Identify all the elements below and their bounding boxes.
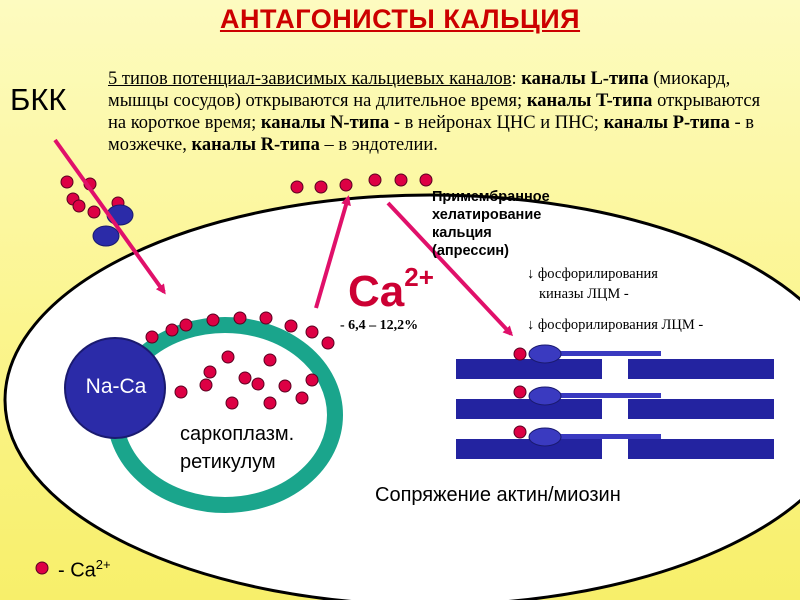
actomyosin-filaments bbox=[456, 344, 774, 459]
na-ca-exchanger bbox=[64, 337, 166, 439]
p-type-label: каналы P-типа bbox=[603, 113, 730, 133]
na-ca-exchanger-label: Na-Ca bbox=[85, 375, 147, 398]
n-type-label: каналы N-типа bbox=[260, 113, 390, 133]
reduction-percent: - 6,4 – 12,2% bbox=[340, 318, 419, 333]
chelation-label: Примембранное хелатирование кальция (апр… bbox=[432, 189, 550, 259]
calcium-near-sr bbox=[145, 311, 335, 350]
phosphorylation-mlc-label: ↓ фосфорилирования ЛЦМ - bbox=[527, 317, 704, 333]
actomyosin-label: Сопряжение актин/миозин bbox=[375, 484, 621, 506]
arrow-release bbox=[314, 195, 351, 309]
channel-types-heading: 5 типов потенциал-зависимых кальциевых к… bbox=[108, 69, 512, 89]
phosphorylation-kinase-label: ↓ фосфорилирования киназы ЛЦМ - bbox=[527, 266, 658, 302]
r-type-label: каналы R-типа bbox=[191, 135, 320, 155]
extracellular-calcium-top bbox=[290, 173, 433, 194]
sarcoplasmic-reticulum-label: саркоплазм. ретикулум bbox=[180, 423, 295, 473]
t-type-label: каналы T-типа bbox=[526, 91, 653, 111]
bkk-label: БКК bbox=[10, 82, 67, 117]
calcium-inside-sr bbox=[174, 350, 319, 410]
channel-types-description: 5 типов потенциал-зависимых кальциевых к… bbox=[108, 69, 761, 155]
page-title: АНТАГОНИСТЫ КАЛЬЦИЯ bbox=[219, 4, 581, 34]
arrow-to-myosin bbox=[386, 201, 514, 337]
legend-label: - Ca2+ bbox=[58, 557, 111, 582]
legend-calcium-dot bbox=[35, 561, 49, 575]
calcium-ion-label: Ca2+ bbox=[348, 262, 434, 316]
l-type-label: каналы L-типа bbox=[521, 69, 649, 89]
arrow-influx bbox=[53, 138, 166, 295]
